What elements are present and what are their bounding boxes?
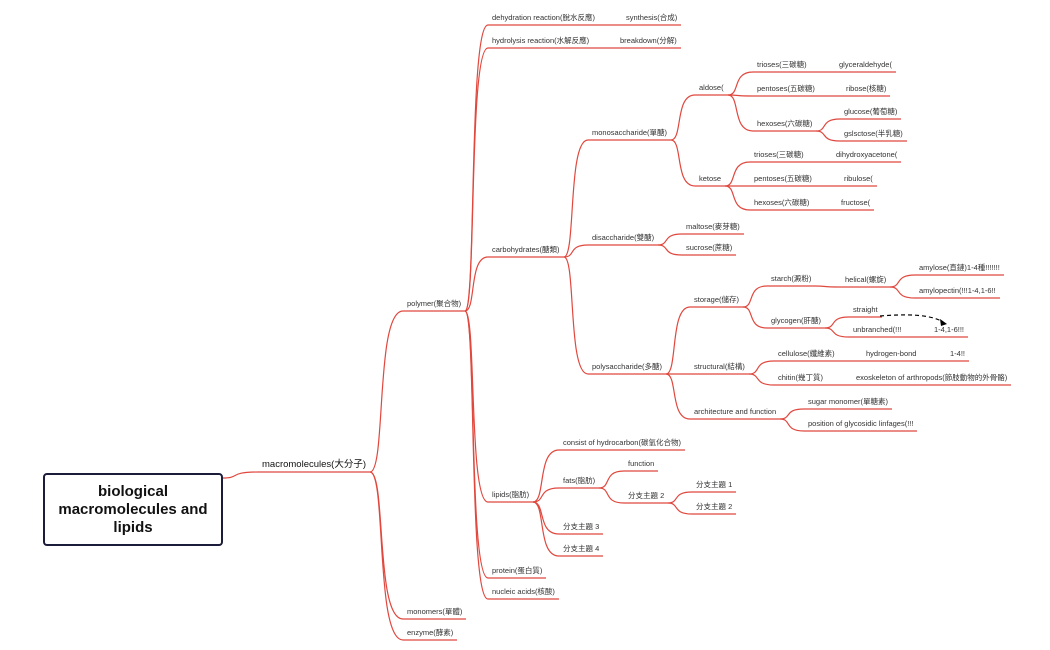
topic-sub4[interactable]: 分支主題 4	[563, 544, 600, 553]
arrow-head-icon	[940, 319, 947, 326]
topic-enzyme[interactable]: enzyme(酵素)	[407, 628, 454, 637]
topic-exoskeleton[interactable]: exoskeleton of arthropods(節肢動物的外骨骼)	[856, 373, 1008, 382]
topic-ketose[interactable]: ketose	[699, 174, 722, 183]
topic-pentoses-k[interactable]: pentoses(五碳糖)	[754, 174, 812, 183]
topic-carbohydrates[interactable]: carbohydrates(醣類)	[492, 245, 560, 254]
topic-cellulose[interactable]: cellulose(纖維素)	[778, 349, 835, 358]
topic-polymer[interactable]: polymer(聚合物)	[407, 299, 462, 308]
topic-hexoses-a[interactable]: hexoses(六碳糖)	[757, 119, 813, 128]
topic-sub2-2[interactable]: 分支主題 2	[696, 502, 733, 511]
topic-hydrogen-bond[interactable]: hydrogen-bond	[866, 349, 917, 358]
topic-glyceraldehyde[interactable]: glyceraldehyde(	[839, 60, 892, 69]
topic-straight[interactable]: straight	[853, 305, 878, 314]
topic-maltose[interactable]: maltose(麥芽糖)	[686, 222, 740, 231]
topic-ribulose[interactable]: ribulose(	[844, 174, 873, 183]
topic-trioses-a[interactable]: trioses(三碳糖)	[757, 60, 807, 69]
topic-starch[interactable]: starch(澱粉)	[771, 274, 812, 283]
topic-disaccharide[interactable]: disaccharide(雙醣)	[592, 233, 655, 242]
topic-glycogen[interactable]: glycogen(肝醣)	[771, 316, 822, 325]
topic-sub2-1[interactable]: 分支主題 1	[696, 480, 733, 489]
topic-ribose[interactable]: ribose(核糖)	[846, 84, 887, 93]
topic-glycosidic[interactable]: position of glycosidic linfages(!!!	[808, 419, 914, 428]
topic-aldose[interactable]: aldose(	[699, 83, 724, 92]
topic-monomers[interactable]: monomers(單體)	[407, 607, 463, 616]
topic-helical[interactable]: helical(螺旋)	[845, 275, 887, 284]
topic-bond-14[interactable]: 1-4!!	[950, 349, 966, 358]
topic-chitin[interactable]: chitin(幾丁質)	[778, 373, 824, 382]
topic-sub3[interactable]: 分支主題 3	[563, 522, 600, 531]
topic-hexoses-k[interactable]: hexoses(六碳糖)	[754, 198, 810, 207]
topic-sugar-monomer[interactable]: sugar monomer(單糖素)	[808, 397, 889, 406]
topic-unbranched[interactable]: unbranched(!!!	[853, 325, 902, 334]
topic-bond-1416[interactable]: 1-4,1-6!!!	[934, 325, 965, 334]
topic-fats[interactable]: fats(脂肪)	[563, 476, 596, 485]
topic-storage[interactable]: storage(儲存)	[694, 295, 740, 304]
topic-dehydration[interactable]: dehydration reaction(脫水反應)	[492, 13, 595, 22]
topic-structural[interactable]: structural(結構)	[694, 362, 745, 371]
root-topic-label: biological macromolecules and lipids	[58, 482, 208, 536]
topic-amylose[interactable]: amylose(直鏈)1-4種!!!!!!!	[919, 263, 1000, 272]
topic-hydrocarbon[interactable]: consist of hydrocarbon(碳氫化合物)	[563, 438, 681, 447]
topic-amylopectin[interactable]: amylopectin(!!!1-4,1-6!!	[919, 286, 996, 295]
topic-protein[interactable]: protein(蛋白質)	[492, 566, 543, 575]
topic-breakdown[interactable]: breakdown(分解)	[620, 36, 677, 45]
topic-function[interactable]: function	[628, 459, 655, 468]
topic-monosaccharide[interactable]: monosaccharide(單醣)	[592, 128, 668, 137]
root-topic[interactable]: biological macromolecules and lipids	[43, 473, 223, 546]
topic-glucose[interactable]: glucose(葡萄糖)	[844, 107, 898, 116]
topic-sub2[interactable]: 分支主題 2	[628, 491, 665, 500]
topic-trioses-k[interactable]: trioses(三碳糖)	[754, 150, 804, 159]
topic-nucleic[interactable]: nucleic acids(核酸)	[492, 587, 555, 596]
topic-polysaccharide[interactable]: polysaccharide(多醣)	[592, 362, 663, 371]
topic-pentoses-a[interactable]: pentoses(五碳糖)	[757, 84, 815, 93]
topic-sucrose[interactable]: sucrose(蔗糖)	[686, 243, 733, 252]
topic-fructose[interactable]: fructose(	[841, 198, 871, 207]
topic-lipids[interactable]: lipids(脂肪)	[492, 490, 530, 499]
relationship-arrow[interactable]	[879, 314, 944, 323]
topic-hydrolysis[interactable]: hydrolysis reaction(水解反應)	[492, 36, 590, 45]
topic-dihydroxyacetone[interactable]: dihydroxyacetone(	[836, 150, 898, 159]
topic-macromolecules[interactable]: macromolecules(大分子)	[262, 459, 366, 470]
topic-architecture[interactable]: architecture and function	[694, 407, 777, 416]
topic-synthesis[interactable]: synthesis(合成)	[626, 13, 678, 22]
topic-galactose[interactable]: gslsctose(半乳糖)	[844, 129, 903, 138]
